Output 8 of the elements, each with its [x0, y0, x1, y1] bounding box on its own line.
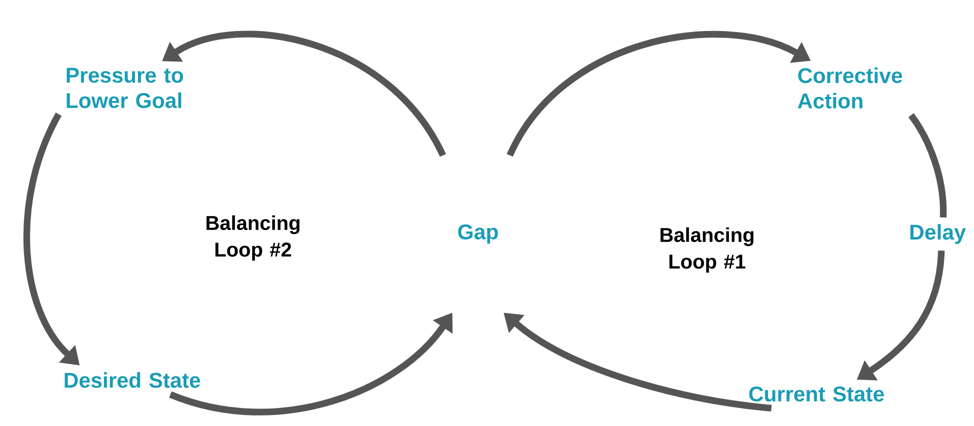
- node-label: Current State: [749, 386, 884, 402]
- node-label: Gap: [458, 224, 498, 244]
- loop-label: Balancing Loop #2: [206, 215, 300, 261]
- node-label: Corrective Action: [798, 68, 902, 108]
- node-label: Desired State: [64, 372, 200, 388]
- loop-label: Balancing Loop #1: [660, 227, 754, 273]
- node-label: Pressure to Lower Goal: [66, 68, 184, 108]
- node-label: Delay: [910, 224, 966, 244]
